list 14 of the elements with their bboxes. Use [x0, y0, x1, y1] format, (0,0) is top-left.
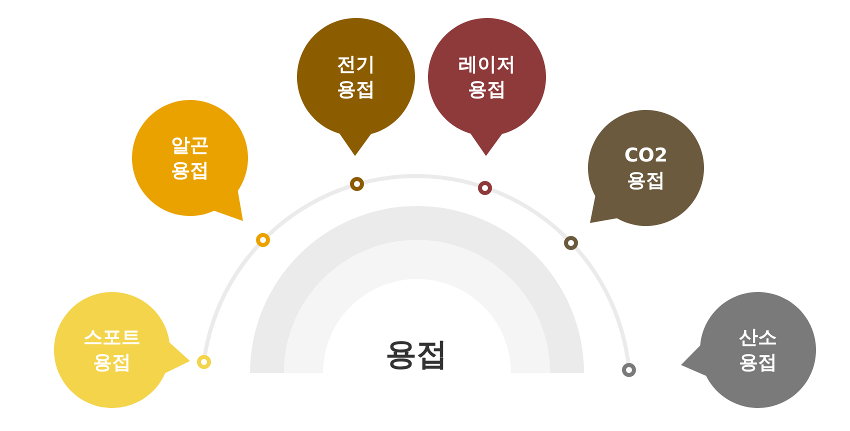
semicircle-band — [250, 206, 584, 373]
bubble-label: 전기 용접 — [337, 52, 375, 102]
bubble-label: 스포트 용접 — [84, 325, 140, 375]
bubble-label: 알곤 용접 — [171, 133, 209, 183]
bubble-label: 산소 용접 — [739, 325, 777, 375]
bubble-label: CO2 용접 — [624, 143, 668, 193]
speech-bubble — [297, 18, 415, 156]
speech-bubble — [588, 110, 704, 226]
bubble-label: 레이저 용접 — [458, 52, 516, 102]
speech-bubble — [132, 100, 248, 221]
speech-bubble — [681, 292, 816, 408]
center-title: 용접 — [386, 336, 448, 374]
speech-bubble — [54, 292, 190, 408]
speech-bubble — [428, 18, 546, 156]
